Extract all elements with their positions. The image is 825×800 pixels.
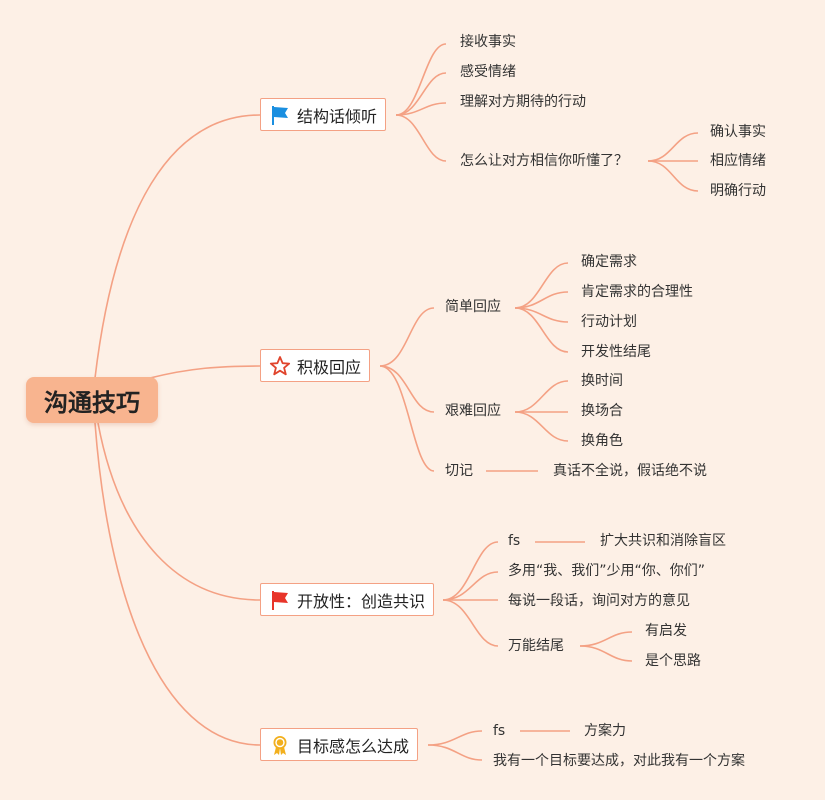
leaf-solution-power[interactable]: 方案力 — [584, 723, 626, 739]
leaf-goal-fs[interactable]: fs — [493, 723, 506, 739]
leaf-use-we[interactable]: 多用“我、我们”少用“你、你们” — [508, 563, 706, 579]
leaf-change-place[interactable]: 换场合 — [581, 403, 623, 419]
branch-label: 目标感怎么达成 — [297, 736, 410, 756]
leaf-expand-consensus[interactable]: 扩大共识和消除盲区 — [600, 533, 726, 549]
branch-label: 结构话倾听 — [297, 106, 378, 126]
leaf-hard-response[interactable]: 艰难回应 — [445, 403, 501, 419]
leaf-understand-expectation[interactable]: 理解对方期待的行动 — [460, 94, 586, 110]
leaf-remember[interactable]: 切记 — [445, 463, 473, 479]
leaf-feel-emotions[interactable]: 感受情绪 — [460, 64, 516, 80]
leaf-confirm-needs[interactable]: 确定需求 — [581, 254, 637, 270]
leaf-affirm-needs[interactable]: 肯定需求的合理性 — [581, 284, 693, 300]
leaf-openness-fs[interactable]: fs — [508, 533, 521, 549]
root-node[interactable]: 沟通技巧 — [26, 377, 158, 423]
leaf-universal-ending[interactable]: 万能结尾 — [508, 638, 564, 654]
leaf-change-time[interactable]: 换时间 — [581, 373, 623, 389]
leaf-goal-plan[interactable]: 我有一个目标要达成，对此我有一个方案 — [493, 753, 745, 769]
branch-openness-consensus[interactable]: 开放性：创造共识 — [260, 583, 435, 616]
link-root-listening — [94, 114, 261, 379]
leaf-change-role[interactable]: 换角色 — [581, 433, 623, 449]
branch-goal-achievement[interactable]: 目标感怎么达成 — [260, 728, 419, 761]
leaf-simple-response[interactable]: 简单回应 — [445, 299, 501, 315]
leaf-ask-opinion[interactable]: 每说一段话，询问对方的意见 — [508, 593, 690, 609]
link-root-response — [149, 365, 261, 379]
leaf-confirm-facts[interactable]: 确认事实 — [710, 124, 766, 140]
leaf-respond-emotions[interactable]: 相应情绪 — [710, 153, 766, 169]
leaf-inspiring[interactable]: 有启发 — [645, 623, 687, 639]
award-ribbon-icon — [269, 734, 291, 756]
red-star-icon — [269, 355, 291, 377]
red-flag-icon — [269, 589, 291, 611]
leaf-truth-rule[interactable]: 真话不全说，假话绝不说 — [553, 463, 707, 479]
leaf-an-idea[interactable]: 是个思路 — [645, 653, 701, 669]
blue-flag-icon — [269, 104, 291, 126]
branch-positive-response[interactable]: 积极回应 — [260, 349, 371, 382]
leaf-action-plan[interactable]: 行动计划 — [581, 314, 637, 330]
branch-structured-listening[interactable]: 结构话倾听 — [260, 98, 387, 131]
leaf-open-ending[interactable]: 开发性结尾 — [581, 344, 651, 360]
leaf-receive-facts[interactable]: 接收事实 — [460, 34, 516, 50]
leaf-how-to-convince[interactable]: 怎么让对方相信你听懂了？ — [460, 153, 628, 169]
link-root-goal — [94, 422, 261, 746]
branch-label: 开放性：创造共识 — [297, 591, 426, 611]
link-root-openness — [97, 422, 261, 601]
branch-label: 积极回应 — [297, 357, 362, 377]
leaf-clarify-action[interactable]: 明确行动 — [710, 183, 766, 199]
